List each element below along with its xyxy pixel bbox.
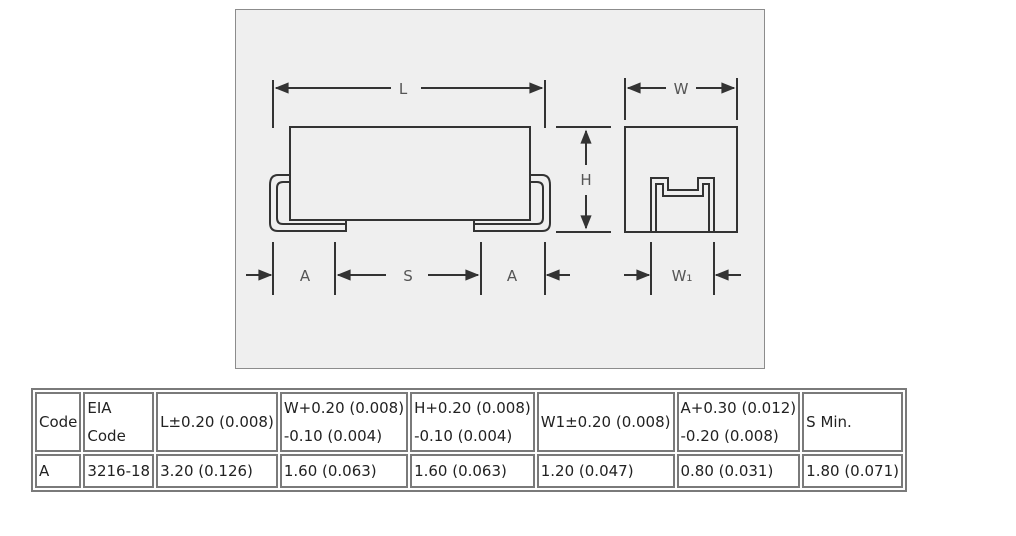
table-cell: 1.80 (0.071) <box>802 454 903 488</box>
dimension-drawing: L W H A S A W₁ <box>235 9 765 369</box>
column-header-line: -0.10 (0.004) <box>283 427 383 445</box>
label-a-left: A <box>300 267 311 285</box>
column-header-line: A+0.30 (0.012) <box>680 399 797 417</box>
column-header-line: -0.10 (0.004) <box>414 427 513 445</box>
column-header-line: W1±0.20 (0.008) <box>540 413 671 431</box>
label-l: L <box>399 80 408 98</box>
column-header-line: S Min. <box>806 413 852 431</box>
column-header-line: -0.20 (0.008) <box>680 427 779 445</box>
column-header: L±0.20 (0.008) <box>156 392 278 452</box>
column-header: Code <box>35 392 82 452</box>
column-header-line: H+0.20 (0.008) <box>414 399 531 417</box>
column-header-line: Code <box>87 427 126 445</box>
label-w1: W₁ <box>672 267 693 285</box>
label-h: H <box>580 171 591 189</box>
column-header-line: Code <box>39 413 78 431</box>
table-cell: A <box>35 454 82 488</box>
table-cell: 3216-18 <box>83 454 155 488</box>
column-header: W+0.20 (0.008) -0.10 (0.004) <box>279 392 409 452</box>
column-header: A+0.30 (0.012) -0.20 (0.008) <box>676 392 801 452</box>
chip-outline-svg: L W H A S A W₁ <box>246 78 741 295</box>
column-header: W1±0.20 (0.008) <box>536 392 675 452</box>
column-header-line: W+0.20 (0.008) <box>283 399 405 417</box>
table-cell: 1.60 (0.063) <box>410 454 535 488</box>
label-s: S <box>403 267 413 285</box>
column-header-line: EIA <box>87 399 112 417</box>
column-header-line: L±0.20 (0.008) <box>160 413 274 431</box>
label-w: W <box>674 80 689 98</box>
table-cell: 1.20 (0.047) <box>536 454 675 488</box>
column-header: S Min. <box>802 392 903 452</box>
table-cell: 0.80 (0.031) <box>676 454 801 488</box>
column-header: H+0.20 (0.008) -0.10 (0.004) <box>410 392 535 452</box>
table-cell: 1.60 (0.063) <box>279 454 409 488</box>
table-cell: 3.20 (0.126) <box>156 454 278 488</box>
label-a-right: A <box>507 267 518 285</box>
column-header: EIA Code <box>83 392 155 452</box>
